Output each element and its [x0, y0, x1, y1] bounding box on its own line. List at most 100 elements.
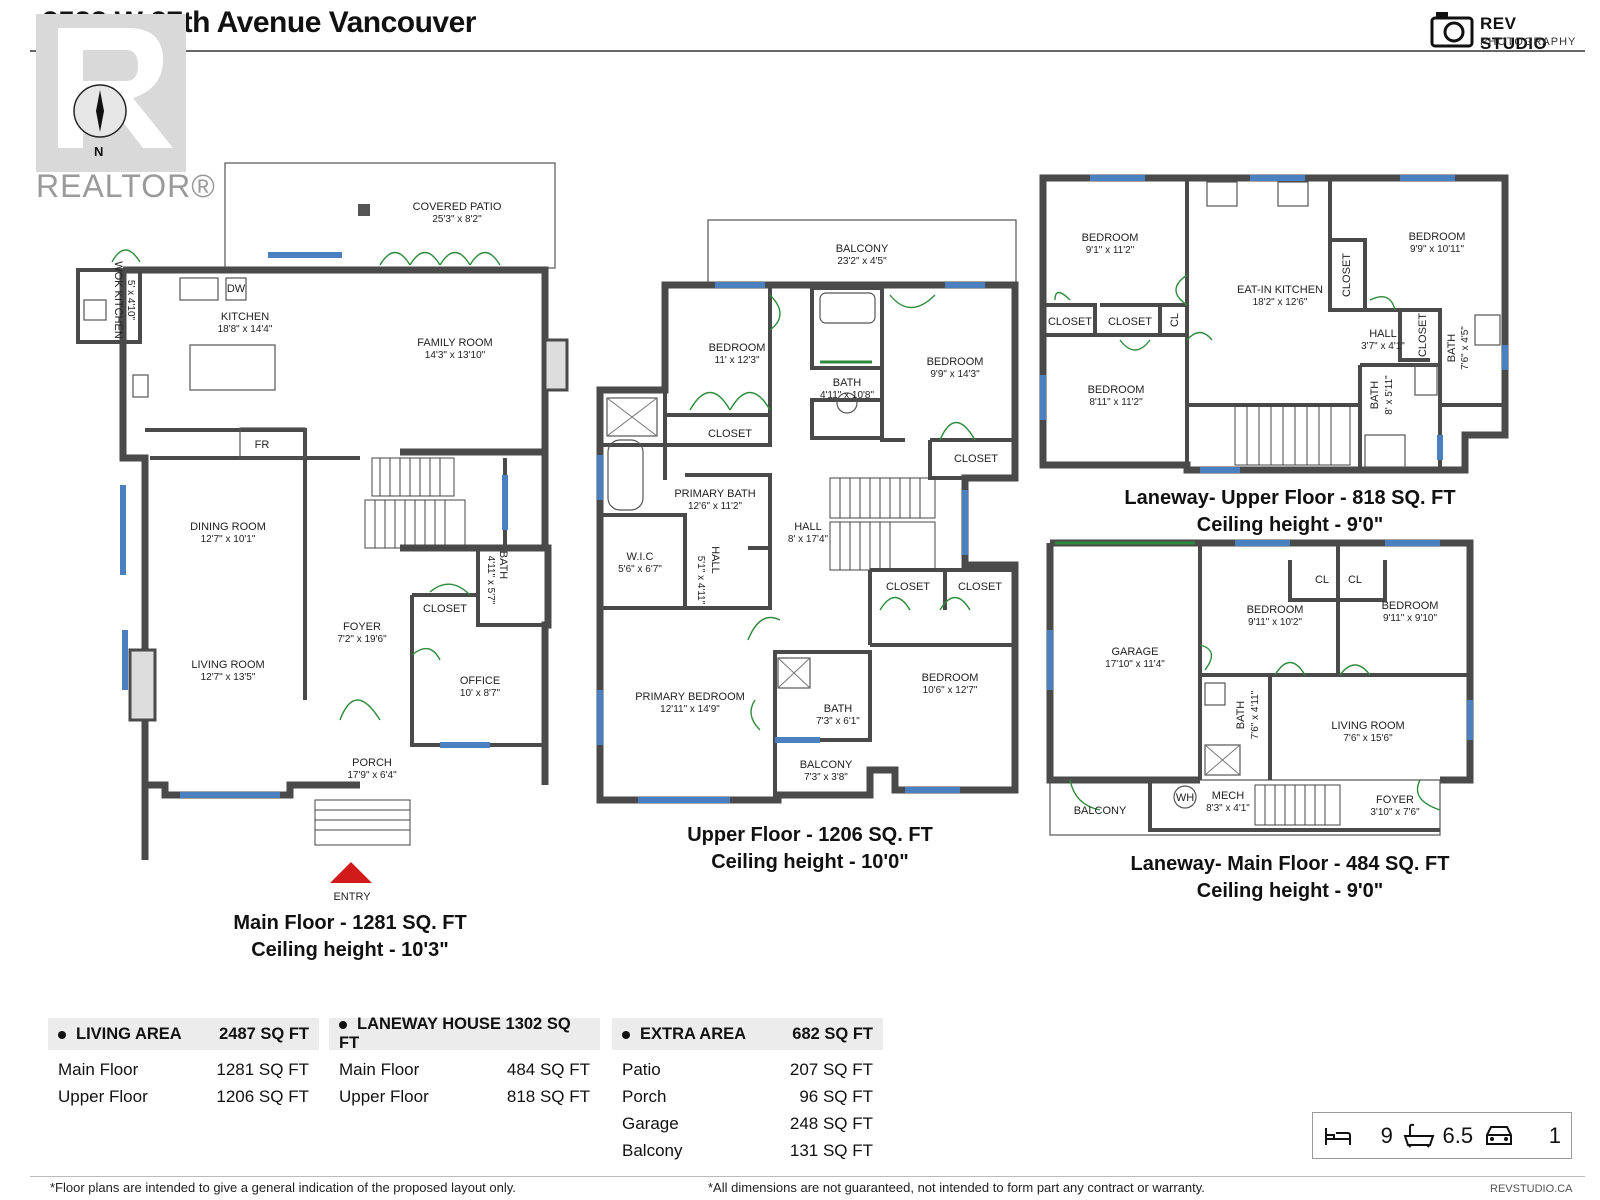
living-area-header: LIVING AREA 2487 SQ FT: [48, 1018, 319, 1050]
lw-up-bath-a-dim: 8' x 5'11": [1384, 375, 1395, 415]
logo-name: REV STUDIO: [1480, 14, 1548, 53]
footer-divider: [30, 1176, 1585, 1177]
laneway-upper-caption: Laneway- Upper Floor - 818 SQ. FT Ceilin…: [1110, 485, 1470, 539]
main-floor-caption: Main Floor - 1281 SQ. FT Ceiling height …: [200, 910, 500, 964]
family-room-dim: 14'3" x 13'10": [425, 350, 486, 361]
foyer-name: FOYER: [343, 621, 381, 633]
rev-studio-logo: REV STUDIO PHOTOGRAPHY: [1430, 8, 1580, 53]
main-floor-plan: COVERED PATIO 25'3" x 8'2" WOK KITCHEN 5…: [76, 162, 569, 903]
upper-balcony-top-dim: 23'2" x 4'5": [837, 256, 887, 267]
dining-room-name: DINING ROOM: [190, 521, 266, 533]
lw-main-balcony-name: BALCONY: [1074, 805, 1127, 817]
lw-up-bath-b-name: BATH: [1446, 334, 1458, 363]
camera-icon: [1430, 12, 1474, 48]
row-value: 484 SQ FT: [506, 1059, 590, 1079]
lw-up-kitchen-dim: 18'2" x 12'6": [1253, 297, 1308, 308]
extra-area-total: 682 SQ FT: [792, 1024, 873, 1043]
lw-up-bedroom-b-name: BEDROOM: [1409, 231, 1466, 243]
upper-floor-caption: Upper Floor - 1206 SQ. FT Ceiling height…: [660, 822, 960, 876]
upper-closet-b-label: CLOSET: [954, 453, 998, 465]
living-area-label: LIVING AREA: [76, 1024, 182, 1043]
laneway-house-header: LANEWAY HOUSE 1302 SQ FT: [329, 1015, 600, 1052]
upper-hall-b-name: HALL: [709, 546, 721, 574]
laneway-house-label: LANEWAY HOUSE 1302 SQ FT: [339, 1015, 571, 1052]
upper-floor-ceiling: Ceiling height - 10'0": [711, 851, 909, 873]
upper-bedroom-b-name: BEDROOM: [927, 356, 984, 368]
laneway-main-ceiling: Ceiling height - 9'0": [1196, 880, 1384, 902]
realtor-watermark: N REALTOR®: [28, 8, 215, 208]
upper-hall-a-name: HALL: [794, 521, 822, 533]
footer-disclaimer-mid: *All dimensions are not guaranteed, not …: [708, 1180, 1205, 1195]
bathroom-count: 6.5: [1442, 1122, 1474, 1148]
row-value: 96 SQ FT: [799, 1086, 873, 1106]
lw-up-closet-3: CLOSET: [1341, 253, 1353, 297]
primary-bath-name: PRIMARY BATH: [674, 488, 755, 500]
bullet-icon: [58, 1030, 66, 1039]
lw-up-bath-a-name: BATH: [1369, 381, 1381, 410]
lw-up-hall-dim: 3'7" x 4'1": [1361, 341, 1405, 352]
realtor-logo-icon: N: [36, 14, 186, 172]
row-value: 818 SQ FT: [506, 1086, 590, 1106]
foyer-dim: 7'2" x 19'6": [337, 634, 387, 645]
row-label: Garage: [622, 1113, 679, 1133]
laneway-main-caption: Laneway- Main Floor - 484 SQ. FT Ceiling…: [1110, 851, 1470, 905]
fridge-label: FR: [255, 439, 270, 451]
lw-main-bath-name: BATH: [1235, 701, 1247, 730]
upper-bath-b-dim: 7'3" x 6'1": [816, 716, 860, 727]
upper-closet-a-label: CLOSET: [708, 428, 752, 440]
kitchen-dim: 18'8" x 14'4": [218, 324, 273, 335]
lw-up-cl: CL: [1169, 313, 1181, 327]
row-value: 207 SQ FT: [789, 1059, 873, 1079]
realtor-text: REALTOR®: [36, 168, 216, 204]
upper-closet-d-label: CLOSET: [958, 581, 1002, 593]
lw-up-bath-b-dim: 7'6" x 4'5": [1460, 326, 1471, 370]
row-label: Porch: [622, 1086, 667, 1106]
closet-label: CLOSET: [423, 603, 467, 615]
upper-balcony-bot-name: BALCONY: [800, 759, 853, 771]
logo-sub: PHOTOGRAPHY: [1480, 36, 1577, 48]
porch-name: PORCH: [352, 757, 392, 769]
upper-bath-b-name: BATH: [824, 703, 853, 715]
bath-name: BATH: [497, 551, 509, 580]
lw-main-bedroom-b-name: BEDROOM: [1382, 600, 1439, 612]
row-value: 131 SQ FT: [789, 1140, 873, 1160]
table-row: Upper Floor 818 SQ FT: [329, 1083, 600, 1110]
main-floor-ceiling: Ceiling height - 10'3": [251, 939, 449, 961]
upper-balcony-bot-dim: 7'3" x 3'8": [804, 772, 848, 783]
kitchen-name: KITCHEN: [221, 311, 269, 323]
bullet-icon: [622, 1030, 630, 1039]
lw-up-bedroom-c-name: BEDROOM: [1088, 384, 1145, 396]
footer-disclaimer-left: *Floor plans are intended to give a gene…: [50, 1180, 516, 1195]
row-label: Upper Floor: [339, 1086, 429, 1106]
extra-area-header: EXTRA AREA 682 SQ FT: [612, 1018, 883, 1050]
summary-box: 9 6.5 1: [1312, 1112, 1572, 1159]
compass-n-label: N: [94, 144, 103, 159]
lw-up-closet-2: CLOSET: [1108, 316, 1152, 328]
header-divider: [30, 50, 1585, 52]
bedroom-count: 9: [1380, 1122, 1393, 1148]
lw-up-bedroom-b-dim: 9'9" x 10'11": [1410, 244, 1465, 255]
lw-main-bath-dim: 7'6" x 4'11": [1250, 690, 1261, 739]
laneway-main-area: Laneway- Main Floor - 484 SQ. FT: [1130, 853, 1450, 875]
lw-main-garage-name: GARAGE: [1111, 646, 1158, 658]
upper-bedroom-c-dim: 10'6" x 12'7": [923, 685, 978, 696]
bed-icon: [1325, 1127, 1351, 1145]
upper-bath-a-dim: 4'11" x 10'8": [820, 390, 875, 401]
lw-main-foyer-name: FOYER: [1376, 794, 1414, 806]
upper-hall-b-dim: 5'1" x 4'11": [695, 556, 706, 605]
lw-main-foyer-dim: 3'10" x 7'6": [1370, 807, 1420, 818]
upper-closet-c-label: CLOSET: [886, 581, 930, 593]
water-heater-label: WH: [1176, 792, 1194, 804]
living-room-dim: 12'7" x 13'5": [201, 672, 256, 683]
row-value: 1281 SQ FT: [216, 1059, 309, 1079]
porch-dim: 17'9" x 6'4": [347, 770, 397, 781]
laneway-upper-plan: BEDROOM 9'1" x 11'2" EAT-IN KITCHEN 18'2…: [1039, 174, 1509, 474]
table-row: Porch 96 SQ FT: [612, 1083, 883, 1110]
